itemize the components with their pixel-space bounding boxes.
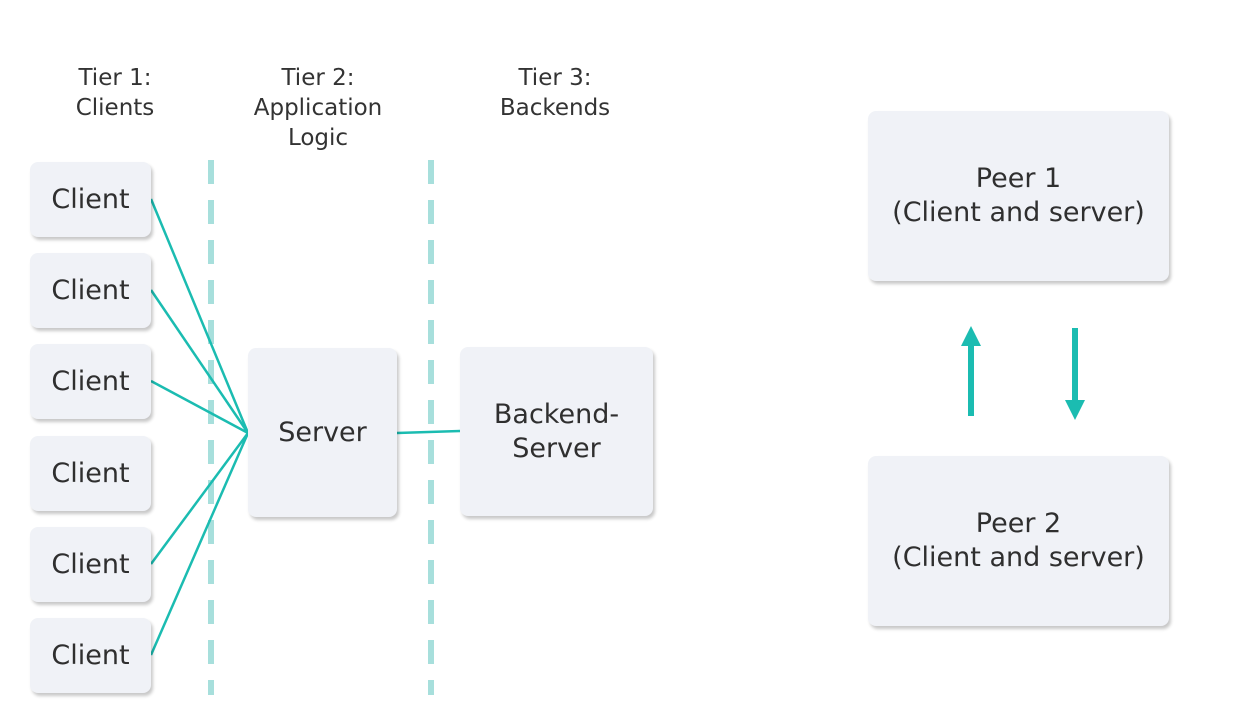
peer-1-subtitle: (Client and server) bbox=[892, 197, 1145, 228]
arrow-down-icon bbox=[1065, 328, 1085, 420]
backend-server-box: Backend- Server bbox=[460, 347, 653, 516]
backend-label-line-2: Server bbox=[512, 432, 601, 464]
server-label: Server bbox=[278, 417, 367, 448]
client-box-6: Client bbox=[30, 618, 151, 693]
tier-1-header: Tier 1: Clients bbox=[40, 63, 190, 123]
tier-2-title: Tier 2: bbox=[281, 65, 355, 91]
client-label: Client bbox=[51, 366, 130, 397]
tier-2-subtitle-2: Logic bbox=[287, 125, 349, 151]
client-box-1: Client bbox=[30, 162, 151, 237]
client-2-connector bbox=[149, 289, 250, 434]
tier-1-subtitle: Clients bbox=[75, 95, 155, 121]
peer-2-title: Peer 2 bbox=[975, 508, 1062, 539]
peer-1-title: Peer 1 bbox=[975, 163, 1062, 194]
tier-1-title: Tier 1: bbox=[78, 65, 152, 91]
client-box-2: Client bbox=[30, 253, 151, 328]
peer-1-box: Peer 1 (Client and server) bbox=[868, 111, 1169, 281]
server-box: Server bbox=[248, 348, 397, 517]
peer-2-box: Peer 2 (Client and server) bbox=[868, 456, 1169, 626]
tier-3-title: Tier 3: bbox=[518, 65, 592, 91]
client-box-4: Client bbox=[30, 436, 151, 511]
client-label: Client bbox=[51, 640, 130, 671]
peer-2-subtitle: (Client and server) bbox=[892, 542, 1145, 573]
tier-3-header: Tier 3: Backends bbox=[480, 63, 630, 123]
client-label: Client bbox=[51, 275, 130, 306]
client-label: Client bbox=[51, 458, 130, 489]
server-backend-connector bbox=[396, 429, 461, 435]
client-label: Client bbox=[51, 184, 130, 215]
client-box-5: Client bbox=[30, 527, 151, 602]
tier-3-subtitle: Backends bbox=[499, 95, 611, 121]
client-3-connector bbox=[150, 379, 249, 435]
tier-2-subtitle: Application bbox=[253, 95, 383, 121]
arrow-up-icon bbox=[961, 326, 981, 416]
client-label: Client bbox=[51, 549, 130, 580]
backend-label-line-1: Backend- bbox=[493, 398, 620, 430]
client-box-3: Client bbox=[30, 344, 151, 419]
client-5-connector bbox=[149, 432, 250, 565]
client-1-connector bbox=[149, 198, 250, 434]
tier-2-header: Tier 2: Application Logic bbox=[243, 63, 393, 153]
client-6-connector bbox=[149, 432, 250, 656]
